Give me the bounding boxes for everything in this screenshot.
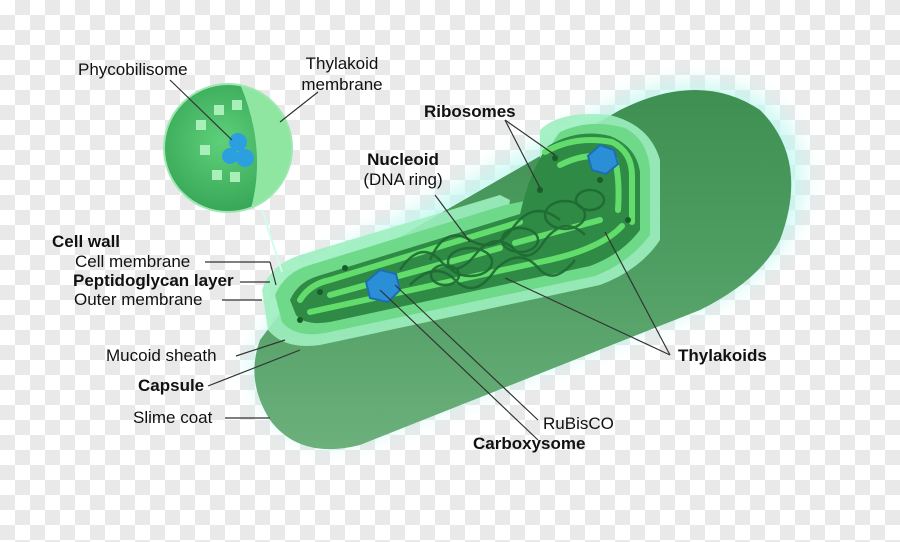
label-dna-ring: (DNA ring) [363,170,443,189]
label-thylakoid-membrane-line1: Thylakoid [305,54,379,73]
label-thylakoid-membrane-line2: membrane [301,75,383,94]
label-cell-wall: Cell wall [52,232,121,251]
label-peptidoglycan-layer: Peptidoglycan layer [73,271,234,290]
label-thylakoids: Thylakoids [678,346,767,365]
carboxysome-small [586,143,620,176]
carboxysome-large [364,268,402,304]
label-phycobilisome: Phycobilisome [78,60,188,79]
label-nucleoid: Nucleoid [367,150,439,169]
label-capsule: Capsule [138,376,205,395]
nucleoid-dna [398,188,606,290]
label-carboxysome: Carboxysome [473,434,586,453]
label-cell-membrane: Cell membrane [75,252,191,271]
thylakoid-membranes [297,137,635,315]
label-rubisco: RuBisCO [543,414,614,433]
label-ribosomes: Ribosomes [424,102,516,121]
phycobilisome-spheres [222,133,254,167]
label-outer-membrane: Outer membrane [74,290,203,309]
label-slime-coat: Slime coat [133,408,213,427]
label-mucoid-sheath: Mucoid sheath [106,346,217,365]
leader-lines [169,79,671,441]
